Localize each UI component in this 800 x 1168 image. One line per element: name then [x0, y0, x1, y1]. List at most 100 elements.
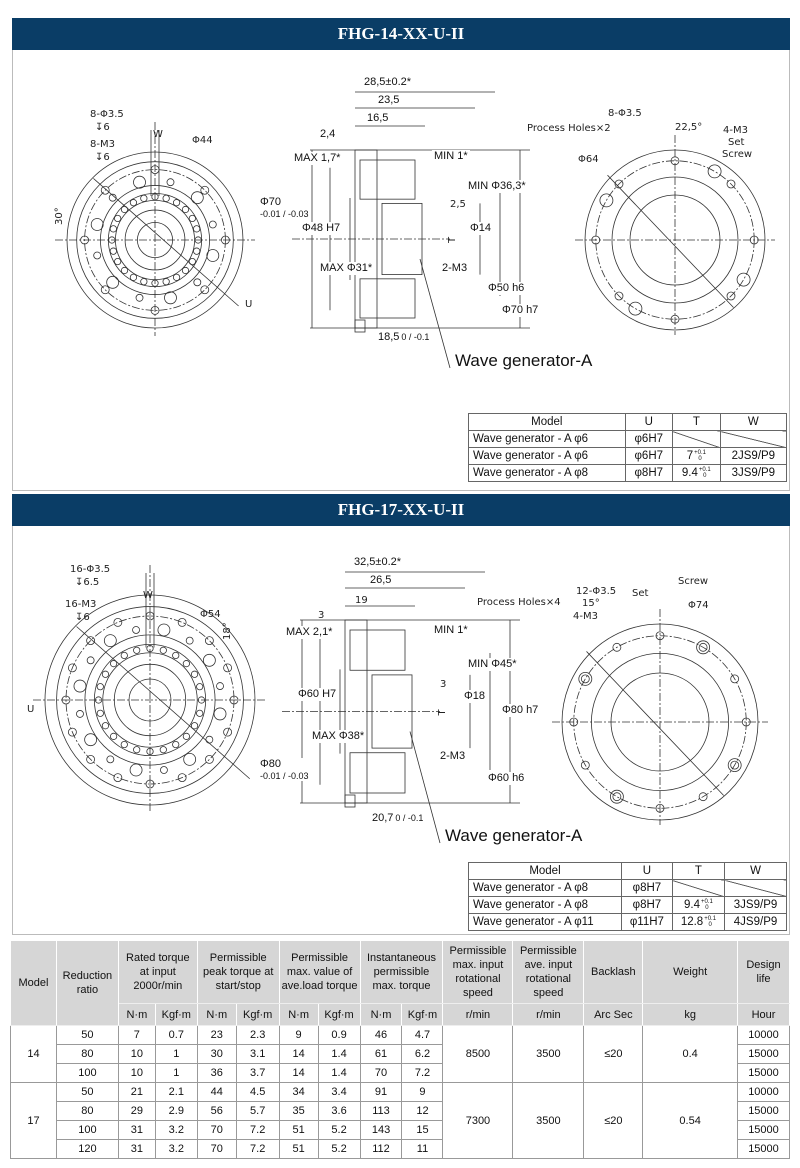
unit-hour: Hour — [736, 1003, 791, 1026]
t-lower-tolerance: 0 — [698, 455, 702, 462]
t-value: 9.4 — [681, 467, 698, 480]
label-screw: 2-M3 — [438, 750, 468, 763]
label-min-diameter: MIN Φ45* — [466, 658, 519, 671]
spec-cell: 3.1 — [235, 1044, 280, 1064]
label-max-offset: MAX 2,1* — [284, 626, 335, 639]
label-min-diameter: MIN Φ36,3* — [466, 180, 528, 193]
model-cell: Wave generator - A φ11 — [468, 913, 622, 931]
w-cell-empty — [719, 430, 788, 448]
label-offset: 2,4 — [318, 128, 338, 141]
design-life-cell: 15000 — [736, 1101, 791, 1121]
spec-cell: 5.2 — [317, 1120, 361, 1140]
column-header: T — [671, 862, 726, 880]
spec-cell: 3.2 — [154, 1139, 198, 1159]
t-lower-tolerance: 0 — [703, 472, 707, 479]
spec-cell: 6.2 — [401, 1044, 444, 1064]
label-max-diameter: MAX Φ31* — [318, 262, 375, 275]
t-value: 9.4 — [684, 899, 700, 912]
spec-cell: 70 — [359, 1063, 403, 1083]
unit-kgf: Kgf·m — [317, 1003, 361, 1026]
unit-rmin: r/min — [512, 1003, 585, 1026]
section-panel-fhg17 — [12, 526, 790, 935]
section-title-fhg14: FHG-14-XX-U-II — [12, 18, 790, 50]
design-life-cell: 15000 — [736, 1044, 791, 1064]
unit-nm: N·m — [359, 1003, 403, 1026]
unit-kgf: Kgf·m — [154, 1003, 198, 1026]
column-header: Model — [468, 413, 626, 431]
t-lower-tolerance: 0 — [705, 904, 709, 911]
label-h6: Φ60 h6 — [486, 772, 527, 785]
label-screw: 2-M3 — [440, 262, 470, 275]
header-ave-torque: Permissible max. value of ave.load torqu… — [278, 940, 361, 1004]
t-value: 7 — [686, 450, 694, 463]
spec-cell: 3.4 — [317, 1082, 361, 1102]
label-outer-diameter-value: Φ70 — [260, 196, 282, 208]
header-peak-torque: Permissible peak torque at start/stop — [196, 940, 280, 1004]
maxspeed-cell: 8500 — [442, 1025, 514, 1083]
w-cell: 3JS9/P9 — [719, 464, 788, 482]
label-min-gap: MIN 1* — [432, 150, 470, 163]
spec-cell: 1 — [154, 1044, 198, 1064]
t-upper-tolerance: +0.1 — [701, 898, 713, 905]
design-life-cell: 15000 — [736, 1120, 791, 1140]
model-cell: Wave generator - A φ6 — [468, 430, 626, 448]
spec-cell: 1.4 — [317, 1063, 361, 1083]
spec-cell: 50 — [55, 1082, 119, 1102]
spec-cell: 5.2 — [317, 1139, 361, 1159]
model-cell: Wave generator - A φ8 — [468, 896, 622, 914]
column-header: Model — [468, 862, 622, 880]
spec-cell: 3.6 — [317, 1101, 361, 1121]
spec-cell: 29 — [117, 1101, 156, 1121]
header-inst-torque: Instantaneous permissible max. torque — [359, 940, 444, 1004]
spec-cell: 3.7 — [235, 1063, 280, 1083]
label-overall-length: 32,5±0.2* — [352, 556, 404, 569]
column-header: W — [724, 862, 787, 880]
spec-cell: 80 — [55, 1101, 119, 1121]
spec-cell: 1 — [154, 1063, 198, 1083]
spec-cell: 5.7 — [235, 1101, 280, 1121]
t-upper-tolerance: +0.1 — [698, 466, 711, 473]
maxspeed-cell: 7300 — [442, 1082, 514, 1159]
t-upper-tolerance: +0.1 — [694, 449, 706, 456]
label-min-gap: MIN 1* — [432, 624, 470, 637]
unit-nm: N·m — [278, 1003, 319, 1026]
w-cell-empty — [724, 879, 787, 897]
spec-cell: 80 — [55, 1044, 119, 1064]
spec-cell: 4.5 — [235, 1082, 280, 1102]
weight-cell: 0.54 — [642, 1082, 738, 1159]
spec-cell: 10 — [117, 1063, 156, 1083]
column-header: W — [719, 413, 788, 431]
header-max-speed: Permissible max. input rotational speed — [442, 940, 514, 1004]
column-header: U — [624, 413, 673, 431]
header-model: Model — [10, 940, 57, 1026]
column-header: U — [620, 862, 673, 880]
spec-cell: 44 — [196, 1082, 237, 1102]
weight-cell: 0.4 — [642, 1025, 738, 1083]
u-cell: φ6H7 — [624, 447, 673, 465]
unit-arcsec: Arc Sec — [583, 1003, 644, 1026]
model-cell: 14 — [10, 1025, 57, 1083]
spec-cell: 7.2 — [401, 1063, 444, 1083]
unit-kgf: Kgf·m — [235, 1003, 280, 1026]
label-wg-length-tolerance: 0 / -0.1 — [395, 813, 424, 823]
avespeed-cell: 3500 — [512, 1025, 585, 1083]
unit-nm: N·m — [117, 1003, 156, 1026]
spec-cell: 100 — [55, 1063, 119, 1083]
spec-cell: 31 — [117, 1120, 156, 1140]
label-shaft-diameter: Φ14 — [468, 222, 494, 235]
t-upper-tolerance: +0.1 — [704, 915, 717, 922]
label-wg-length-value: 18,5 — [378, 331, 400, 343]
spec-cell: 11 — [401, 1139, 444, 1159]
unit-nm: N·m — [196, 1003, 237, 1026]
